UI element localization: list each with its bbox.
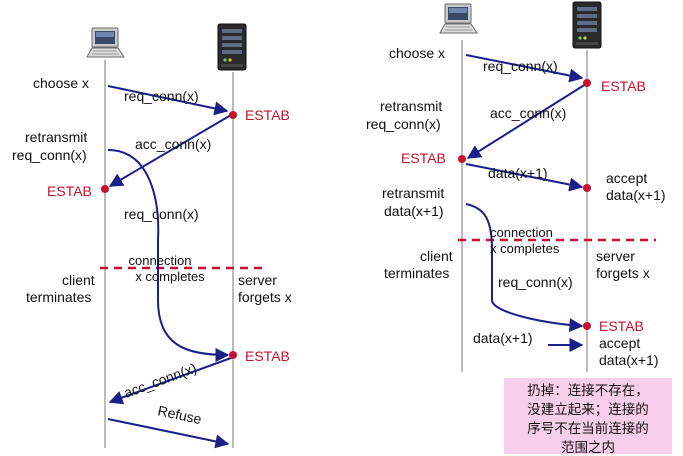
retransmit-req-conn-arrow — [107, 149, 230, 362]
req-conn-label: req_conn(x) — [124, 88, 199, 104]
retransmit-label: retransmit — [380, 98, 442, 114]
x-completes-label: x completes — [490, 241, 560, 256]
server-label: server — [596, 248, 635, 264]
refuse-arrow — [107, 418, 230, 449]
connection-label: connection — [490, 225, 553, 240]
retransmit-req-conn-arrow — [465, 203, 584, 333]
retransmit-req-conn-label: req_conn(x) — [366, 116, 441, 132]
estab-label: ESTAB — [599, 318, 644, 334]
connection-label: connection — [129, 253, 192, 268]
server-icon — [217, 23, 247, 71]
estab-label: ESTAB — [601, 78, 646, 94]
acc-conn-label: acc_conn(x) — [490, 105, 566, 121]
estab-dot — [229, 351, 237, 359]
server-icon — [572, 1, 602, 49]
retransmit-data-label: retransmit — [382, 185, 444, 201]
note-line: 没建立起来；连接的 — [527, 402, 649, 418]
estab-dot — [458, 155, 466, 163]
req-conn-label: req_conn(x) — [498, 274, 573, 290]
client-label: client — [62, 272, 95, 288]
estab-dot — [583, 322, 591, 330]
accept-data-label: data(x+1) — [599, 352, 659, 368]
note-line: 扔掉：连接不存在， — [527, 383, 649, 399]
right-scenario: choose x req_conn(x) ESTAB retransmit re… — [366, 1, 666, 372]
estab-label: ESTAB — [245, 348, 290, 364]
accept-label: accept — [606, 170, 647, 186]
req-conn-label: req_conn(x) — [124, 206, 199, 222]
req-conn-arrow — [107, 85, 229, 116]
data-arrow — [465, 163, 584, 192]
acc-conn-arrow — [466, 83, 587, 159]
req-conn-label: req_conn(x) — [483, 58, 558, 74]
estab-label: ESTAB — [401, 150, 446, 166]
retransmit-data-value-label: data(x+1) — [384, 203, 444, 219]
server-label: server — [238, 272, 277, 288]
forgets-x-label: forgets x — [238, 289, 292, 305]
data-label: data(x+1) — [488, 165, 548, 181]
choose-x-label: choose x — [33, 75, 89, 91]
data-late-label: data(x+1) — [473, 330, 533, 346]
estab-label: ESTAB — [245, 107, 290, 123]
discard-note: 扔掉：连接不存在， 没建立起来；连接的 序号不在当前连接的 范围之内 — [504, 378, 672, 454]
accept-label: accept — [599, 335, 640, 351]
laptop-icon — [439, 3, 478, 34]
estab-dot — [229, 111, 237, 119]
note-line: 范围之内 — [561, 440, 615, 454]
req-conn-arrow — [465, 54, 584, 83]
acc-conn-late-label: acc_conn(x) — [122, 360, 199, 401]
estab-dot — [101, 185, 109, 193]
x-completes-label: x completes — [135, 269, 205, 284]
terminates-label: terminates — [26, 289, 91, 305]
choose-x-label: choose x — [389, 45, 445, 61]
acc-conn-label: acc_conn(x) — [135, 136, 211, 152]
left-scenario: choose x req_conn(x) ESTAB retransmit re… — [12, 23, 292, 449]
terminates-label: terminates — [384, 265, 449, 281]
estab-label: ESTAB — [47, 183, 92, 199]
refuse-label: Refuse — [156, 402, 203, 427]
note-line: 序号不在当前连接的 — [527, 421, 649, 437]
client-label: client — [420, 248, 453, 264]
acc-conn-late-arrow — [108, 357, 232, 405]
retransmit-req-conn-label: req_conn(x) — [12, 147, 87, 163]
laptop-icon — [86, 27, 125, 58]
estab-dot — [583, 79, 591, 87]
forgets-x-label: forgets x — [596, 265, 650, 281]
acc-conn-arrow — [108, 114, 232, 187]
estab-dot — [583, 184, 591, 192]
accept-data-label: data(x+1) — [606, 187, 666, 203]
retransmit-label: retransmit — [25, 129, 87, 145]
